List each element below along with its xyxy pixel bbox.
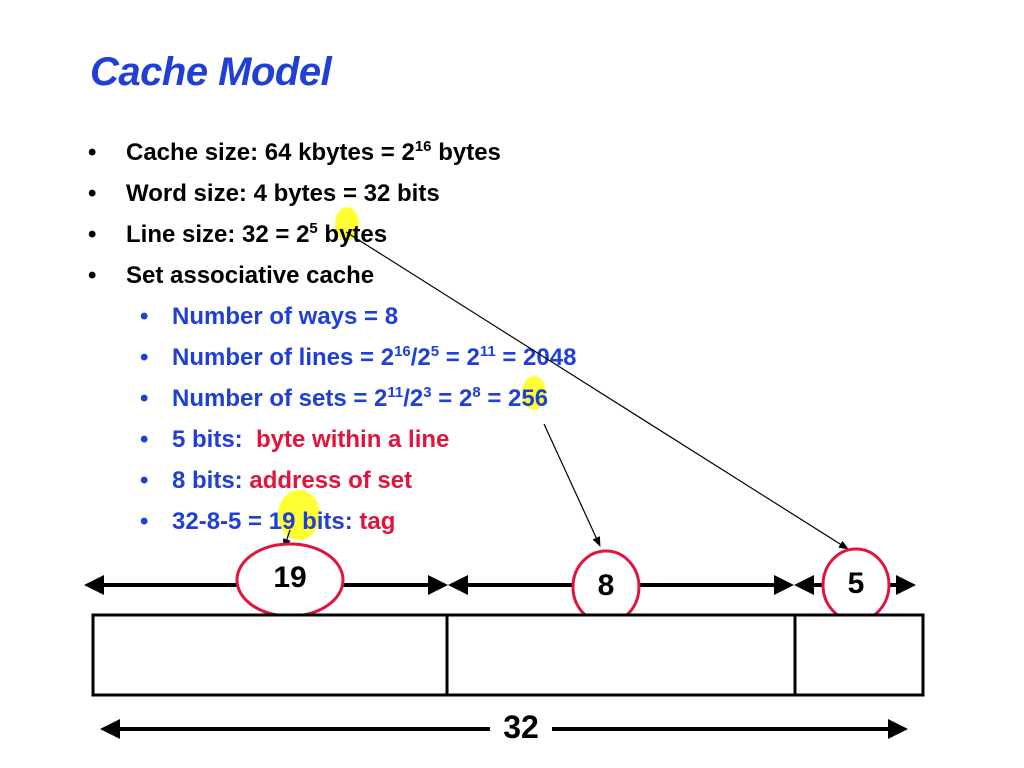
sub-bullet-ways: •Number of ways = 8: [140, 303, 399, 330]
sub-bullet-lines: •Number of lines = 216/25 = 211 = 2048: [140, 343, 577, 371]
sub-bullet-5-bits: •5 bits: byte within a line: [140, 426, 450, 453]
sub-bullet-sets: •Number of sets = 211/23 = 28 = 256: [140, 384, 549, 412]
bullet-dot: •: [140, 385, 149, 412]
sub-bullet-tag-bits: •32-8-5 = 19 bits: tag: [140, 508, 396, 535]
bullet-dot: •: [140, 303, 149, 330]
sub-bullet-8-bits: •8 bits: address of set: [140, 467, 413, 494]
bullet-dot: •: [88, 262, 97, 289]
bullet-dot: •: [140, 508, 149, 535]
bullet-dot: •: [140, 344, 149, 371]
bullet-cache-size: •Cache size: 64 kbytes = 216 bytes: [88, 138, 501, 166]
total-width-label: 32: [490, 709, 552, 746]
bullet-dot: •: [88, 139, 97, 166]
bullet-dot: •: [140, 467, 149, 494]
pointer-line-5: [345, 231, 849, 550]
field-label-5: 5: [847, 567, 865, 600]
highlight-exponent-8: [522, 376, 546, 410]
pointer-line-8: [543, 423, 601, 547]
bullet-dot: •: [88, 180, 97, 207]
highlight-19: [278, 490, 320, 540]
bullet-dot: •: [140, 426, 149, 453]
slide-title: Cache Model: [90, 50, 332, 94]
bullet-word-size: •Word size: 4 bytes = 32 bits: [88, 180, 440, 207]
address-register: [91, 613, 925, 697]
highlight-exponent-5: [335, 207, 359, 241]
field-label-8: 8: [597, 569, 615, 602]
field-label-19: 19: [273, 561, 307, 594]
bullet-set-associative: •Set associative cache: [88, 262, 375, 289]
bullet-line-size: •Line size: 32 = 25 bytes: [88, 220, 388, 248]
bullet-dot: •: [88, 221, 97, 248]
